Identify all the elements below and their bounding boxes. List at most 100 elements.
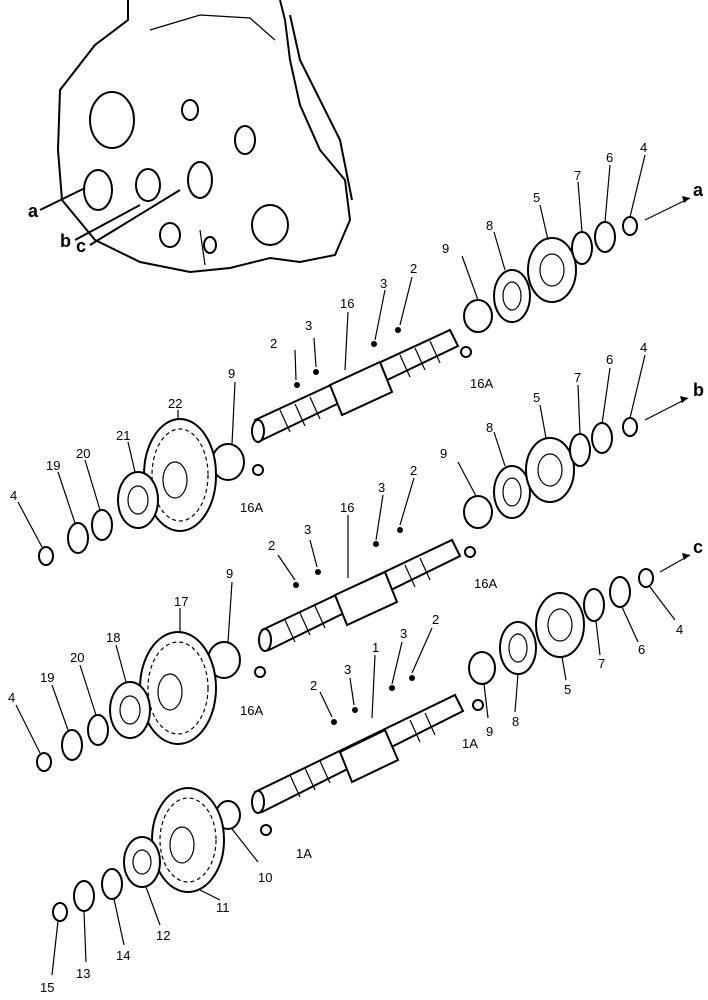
part-4-ring bbox=[622, 216, 638, 236]
s3-label-1: 1 bbox=[372, 640, 379, 655]
part-8-bearing-3 bbox=[499, 621, 537, 675]
s3-label-9: 9 bbox=[486, 724, 493, 739]
s1-label-4-left: 4 bbox=[10, 488, 17, 503]
s2-arrow-label: b bbox=[693, 380, 704, 400]
s2-label-9: 9 bbox=[440, 446, 447, 461]
s1-label-9: 9 bbox=[442, 241, 449, 256]
s2-label-4: 4 bbox=[640, 340, 647, 355]
s3-label-10: 10 bbox=[258, 870, 272, 885]
s2-label-5: 5 bbox=[533, 390, 540, 405]
part-19-nut-2 bbox=[61, 729, 83, 761]
part-7-washer-3 bbox=[583, 588, 605, 622]
s1-label-22: 22 bbox=[168, 396, 182, 411]
s3-label-14: 14 bbox=[116, 948, 130, 963]
part-4-left-ring bbox=[38, 546, 54, 566]
part-14-washer bbox=[101, 868, 123, 900]
part-4-ring-3 bbox=[638, 568, 654, 588]
s2-label-16: 16 bbox=[340, 500, 354, 515]
part-20-washer bbox=[91, 509, 113, 541]
s3-arrow-label: c bbox=[693, 537, 703, 557]
shaft-assembly-1: 2 3 16 3 2 9 16A 8 5 7 6 4 a 9 16A 22 21… bbox=[10, 140, 704, 566]
s1-label-3b: 3 bbox=[380, 276, 387, 291]
part-6-nut-3 bbox=[609, 576, 631, 608]
s1-label-2b: 2 bbox=[410, 261, 417, 276]
s1-label-2a: 2 bbox=[270, 336, 277, 351]
s1-label-5: 5 bbox=[533, 190, 540, 205]
part-9-snap-ring-2 bbox=[463, 495, 493, 529]
part-7-washer bbox=[571, 231, 593, 265]
s2-label-2b: 2 bbox=[410, 463, 417, 478]
s1-label-6: 6 bbox=[606, 150, 613, 165]
s2-label-4-left: 4 bbox=[8, 690, 15, 705]
s2-label-18: 18 bbox=[106, 630, 120, 645]
part-20-washer-2 bbox=[87, 714, 109, 746]
s1-label-19: 19 bbox=[46, 458, 60, 473]
s1-label-4: 4 bbox=[640, 140, 647, 155]
s1-arrow-label: a bbox=[693, 180, 704, 200]
s3-label-1A: 1A bbox=[462, 736, 478, 751]
s3-label-15: 15 bbox=[40, 980, 54, 995]
s3-label-11: 11 bbox=[216, 900, 230, 915]
s2-label-8: 8 bbox=[486, 420, 493, 435]
part-1A-left-screw bbox=[260, 824, 272, 836]
part-17-gear bbox=[139, 631, 217, 745]
s1-label-7: 7 bbox=[574, 168, 581, 183]
housing-label-a: a bbox=[28, 201, 39, 221]
s1-label-8: 8 bbox=[486, 218, 493, 233]
s3-label-3a: 3 bbox=[344, 662, 351, 677]
part-5-bearing-3 bbox=[535, 592, 585, 658]
s1-label-16A-left: 16A bbox=[240, 500, 263, 515]
part-12-bearing bbox=[123, 836, 161, 888]
part-13-nut bbox=[73, 880, 95, 912]
s1-label-16: 16 bbox=[340, 296, 354, 311]
s1-label-9-left: 9 bbox=[228, 366, 235, 381]
s2-label-19: 19 bbox=[40, 670, 54, 685]
s2-label-16A-left: 16A bbox=[240, 703, 263, 718]
housing-label-c: c bbox=[76, 236, 86, 256]
part-6-nut bbox=[594, 221, 616, 253]
part-19-nut bbox=[67, 522, 89, 554]
part-5-bearing bbox=[527, 237, 577, 303]
s3-label-3b: 3 bbox=[400, 626, 407, 641]
shaft-16-middle bbox=[258, 527, 462, 652]
part-8-bearing-2 bbox=[493, 465, 531, 519]
part-7-washer-2 bbox=[569, 433, 591, 467]
transmission-housing: a b c bbox=[28, 0, 353, 274]
s2-label-16A: 16A bbox=[474, 576, 497, 591]
s3-label-4: 4 bbox=[676, 622, 683, 637]
s2-label-17: 17 bbox=[174, 594, 188, 609]
s2-label-2a: 2 bbox=[268, 538, 275, 553]
s3-label-2a: 2 bbox=[310, 678, 317, 693]
s3-label-13: 13 bbox=[76, 966, 90, 981]
part-16A-screw bbox=[460, 346, 472, 358]
shaft-1-lower bbox=[251, 675, 465, 814]
part-9-snap-ring bbox=[463, 299, 493, 333]
part-4-ring-2 bbox=[622, 417, 638, 437]
part-21-bearing bbox=[117, 471, 159, 529]
part-1A-screw bbox=[472, 699, 484, 711]
s1-label-20: 20 bbox=[76, 446, 90, 461]
s1-label-3a: 3 bbox=[305, 318, 312, 333]
housing-label-b: b bbox=[60, 231, 71, 251]
shaft-assembly-2: 2 3 16 3 2 9 16A 8 5 7 6 4 b 9 16A 17 18… bbox=[8, 340, 704, 772]
part-9-snap-ring-3 bbox=[468, 651, 496, 685]
s2-label-3b: 3 bbox=[378, 480, 385, 495]
s3-label-1A-left: 1A bbox=[296, 846, 312, 861]
s3-label-12: 12 bbox=[156, 928, 170, 943]
shaft-assembly-3: 2 3 1 3 2 9 1A 8 5 7 6 4 c 10 1A 11 12 1… bbox=[40, 537, 703, 995]
part-16A-screw-2 bbox=[464, 546, 476, 558]
s3-label-5: 5 bbox=[564, 682, 571, 697]
s1-label-21: 21 bbox=[116, 428, 130, 443]
part-15-ring bbox=[52, 902, 68, 922]
part-4-left-ring-2 bbox=[36, 752, 52, 772]
part-11-gear bbox=[151, 787, 225, 893]
s3-label-8: 8 bbox=[512, 714, 519, 729]
s3-label-2b: 2 bbox=[432, 612, 439, 627]
s2-label-6: 6 bbox=[606, 352, 613, 367]
s3-label-7: 7 bbox=[598, 656, 605, 671]
shaft-16-upper bbox=[251, 327, 460, 443]
part-6-nut-2 bbox=[591, 422, 613, 454]
part-16A-left-screw-2 bbox=[254, 666, 266, 678]
